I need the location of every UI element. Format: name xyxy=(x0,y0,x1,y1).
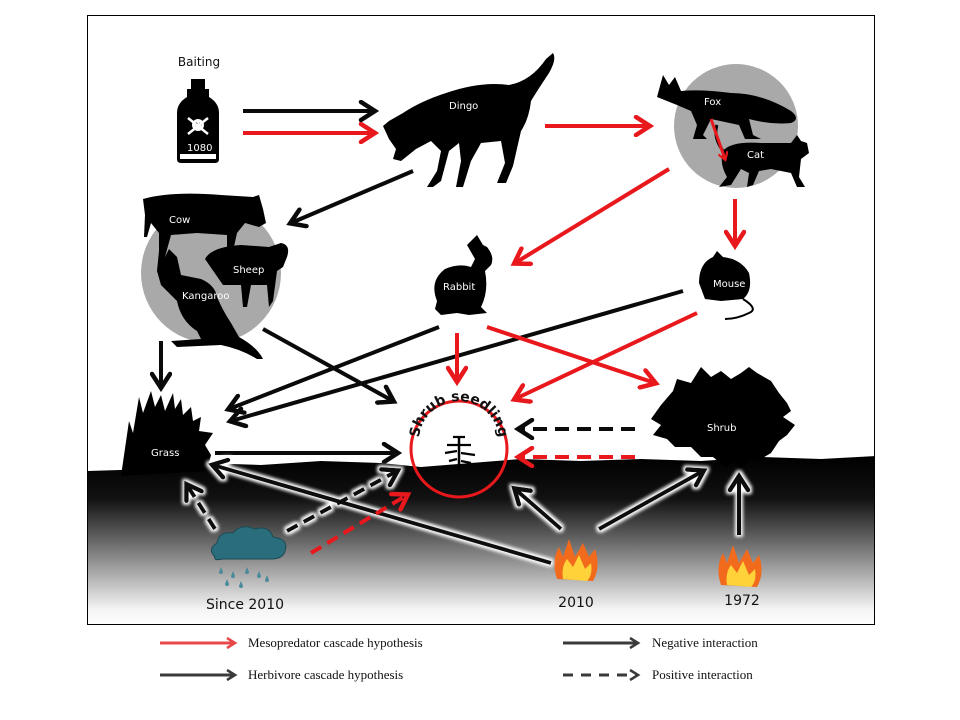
fire-1972-label: 1972 xyxy=(724,593,760,609)
arrow-rabbit-grass xyxy=(229,325,440,409)
seedling-icon xyxy=(444,435,476,469)
shrub-seedling-label: Shrub seedling xyxy=(407,389,511,439)
kangaroo-label: Kangaroo xyxy=(182,291,229,302)
cow-silhouette xyxy=(143,193,266,257)
rabbit-silhouette xyxy=(434,235,493,315)
legend-positive: Positive interaction xyxy=(652,667,753,682)
arrow-herbivores-seedling xyxy=(262,327,393,401)
arrow-2010-shrub xyxy=(598,471,703,531)
bottle-label: 1080 xyxy=(187,143,212,154)
cow-label: Cow xyxy=(169,215,190,226)
arrow-2010-seedling xyxy=(515,489,563,531)
herbivore-group-circle xyxy=(141,203,281,343)
fire-icon-1972 xyxy=(718,545,762,587)
rain-cloud-icon xyxy=(211,526,287,588)
shrub-seedling-circle xyxy=(409,399,509,499)
food-web-diagram: 1080 Baiting Dingo Fox Cat Cow Sheep Kan… xyxy=(88,53,874,624)
kangaroo-silhouette xyxy=(157,249,263,359)
grass-label: Grass xyxy=(151,448,179,459)
fox-silhouette xyxy=(657,75,796,139)
shrub-label: Shrub xyxy=(707,423,736,434)
arrows xyxy=(161,111,735,457)
arrow-mouse-seedling-red xyxy=(515,311,698,399)
dingo-silhouette xyxy=(383,53,555,187)
diagram-frame: 1080 Baiting Dingo Fox Cat Cow Sheep Kan… xyxy=(87,15,875,625)
arrow-rabbit-shrub-red xyxy=(486,325,655,383)
ground-arrows xyxy=(187,465,739,565)
baiting-label: Baiting xyxy=(178,55,220,69)
sheep-silhouette xyxy=(205,243,289,307)
fire-icon-2010 xyxy=(554,539,598,581)
rabbit-label: Rabbit xyxy=(443,282,475,293)
mouse-label: Mouse xyxy=(713,279,745,290)
arrow-dingo-herbivores xyxy=(291,169,414,223)
sheep-label: Sheep xyxy=(233,265,264,276)
legend-mesopredator: Mesopredator cascade hypothesis xyxy=(248,635,423,650)
shrub-silhouette xyxy=(651,367,795,469)
ground xyxy=(88,456,874,624)
rain-label: Since 2010 xyxy=(206,597,284,613)
fire-2010-label: 2010 xyxy=(558,595,594,611)
arrow-rain-grass-dashed xyxy=(187,485,217,531)
cat-label: Cat xyxy=(747,150,764,161)
poison-bottle-icon xyxy=(177,79,219,163)
dingo-label: Dingo xyxy=(449,101,478,112)
fox-label: Fox xyxy=(704,97,721,108)
arrow-fox-cat-red xyxy=(709,118,725,159)
arrow-2010-grass xyxy=(213,465,552,565)
mouse-silhouette xyxy=(699,251,751,301)
arrow-foxcat-rabbit-red xyxy=(515,167,671,263)
legend-herbivore: Herbivore cascade hypothesis xyxy=(248,667,404,682)
legend-negative: Negative interaction xyxy=(652,635,758,650)
cat-silhouette xyxy=(719,135,809,187)
grass-silhouette xyxy=(121,391,213,476)
